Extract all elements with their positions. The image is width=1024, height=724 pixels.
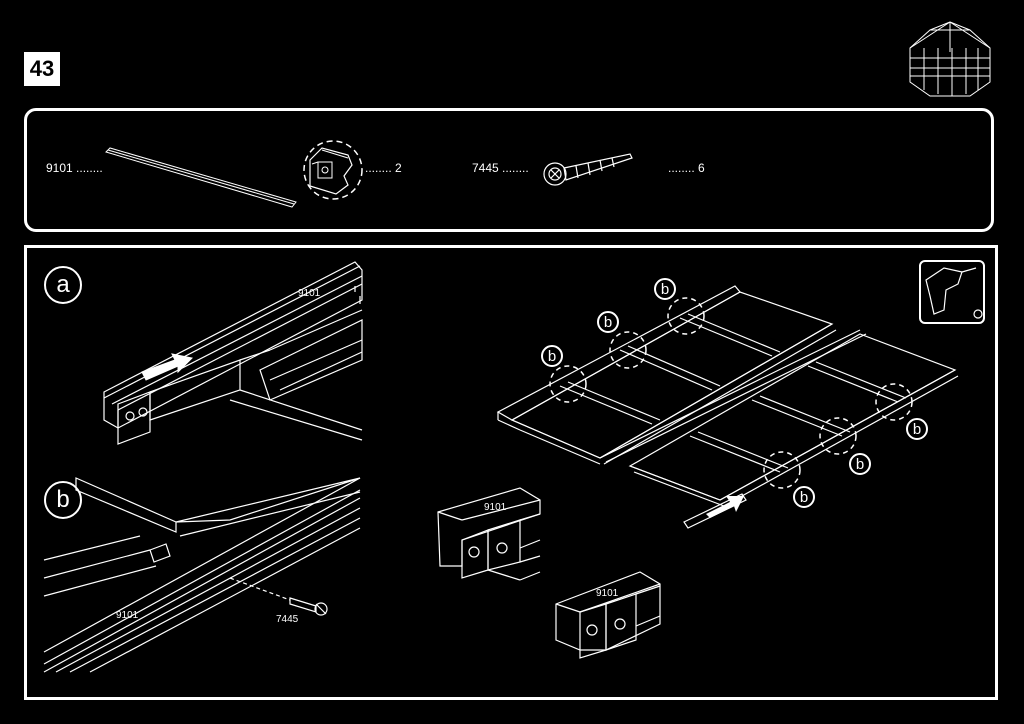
callout-b-4: b [906, 418, 928, 440]
panel-b-screw-code: 7445 [276, 614, 299, 625]
panel-a-label: a [44, 266, 82, 304]
part-code-7445: 7445 ........ [472, 161, 529, 175]
panel-b-label: b [44, 481, 82, 519]
callout-b-5: b [849, 453, 871, 475]
detail-bottom-part-code: 9101 [596, 588, 619, 599]
callout-b-3: b [654, 278, 676, 300]
tool-required-box [919, 260, 985, 324]
panel-b-rail-code: 9101 [116, 610, 139, 621]
assembly-view-box [24, 245, 998, 700]
step-number: 43 [24, 52, 60, 86]
panel-a-part-code: 9101 [298, 288, 321, 299]
part-qty-7445: ........ 6 [668, 161, 705, 175]
detail-top-part-code: 9101 [484, 502, 507, 513]
part-code-9101: 9101 ........ [46, 161, 103, 175]
callout-b-1: b [541, 345, 563, 367]
callout-b-6: b [793, 486, 815, 508]
part-qty-9101: ........ 2 [365, 161, 402, 175]
parts-list-box [24, 108, 994, 232]
callout-b-2: b [597, 311, 619, 333]
